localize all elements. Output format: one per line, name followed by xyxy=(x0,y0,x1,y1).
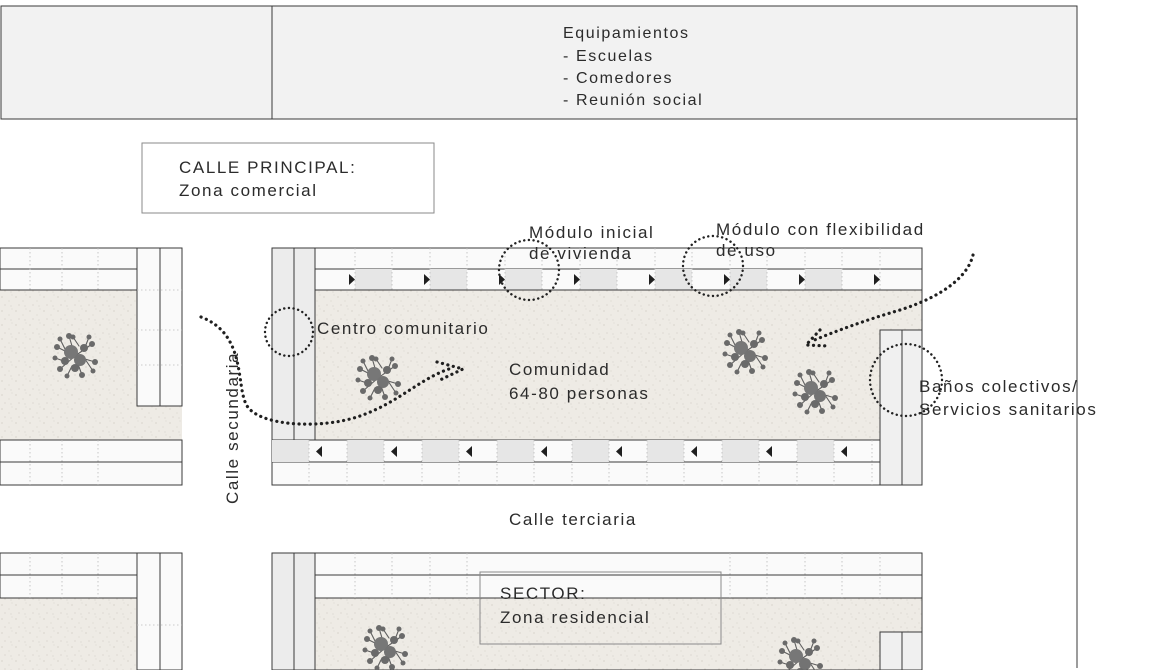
calle-principal-title: CALLE PRINCIPAL: xyxy=(179,158,356,177)
header-item-escuelas: - Escuelas xyxy=(563,48,654,65)
central-block xyxy=(271,247,923,486)
modulo-flex-label-line1: Módulo con flexibilidad xyxy=(716,220,925,239)
direction-arrows-top xyxy=(349,274,880,285)
calle-principal-subtitle: Zona comercial xyxy=(179,181,318,200)
comunidad-label: Comunidad xyxy=(509,360,610,379)
banos-label-line2: Servicios sanitarios xyxy=(919,400,1097,419)
flex-arrowhead-icon xyxy=(802,328,830,348)
left-block-top xyxy=(0,247,183,486)
header-band: Equipamientos - Escuelas - Comedores - R… xyxy=(0,5,1078,668)
left-block-bottom xyxy=(0,552,183,670)
header-item-comedores: - Comedores xyxy=(563,70,673,87)
comunidad-count-label: 64-80 personas xyxy=(509,384,650,403)
modulo-inicial-circle-icon xyxy=(497,238,561,302)
modulo-inicial-label-line1: Módulo inicial xyxy=(529,223,654,242)
residential-block: SECTOR: Zona residencial xyxy=(271,552,923,670)
header-title: Equipamientos xyxy=(563,25,690,42)
modulo-inicial-label-line2: de vivienda xyxy=(529,244,633,263)
secundaria-dotted-arrow-icon xyxy=(199,315,454,426)
centro-comunitario-label: Centro comunitario xyxy=(317,319,489,338)
banos-label-line1: Baños colectivos/ xyxy=(919,377,1079,396)
modulo-flex-circle-icon xyxy=(681,234,745,298)
secundaria-arrowhead-icon xyxy=(435,360,468,382)
centro-comunitario-circle-icon xyxy=(263,306,315,358)
calle-principal-box: CALLE PRINCIPAL: Zona comercial xyxy=(141,142,435,214)
sector-box xyxy=(479,571,722,645)
sector-title: SECTOR: xyxy=(500,584,586,603)
calle-secundaria-label: Calle secundaria xyxy=(223,352,242,504)
header-item-reunion-social: - Reunión social xyxy=(563,92,703,109)
banos-circle-icon xyxy=(868,342,944,418)
calle-terciaria-label: Calle terciaria xyxy=(509,510,637,529)
direction-arrows-bottom xyxy=(316,446,847,457)
modulo-flex-label-line2: de uso xyxy=(716,241,777,260)
sector-subtitle: Zona residencial xyxy=(500,608,650,627)
flex-dotted-arrow-icon xyxy=(810,253,975,343)
